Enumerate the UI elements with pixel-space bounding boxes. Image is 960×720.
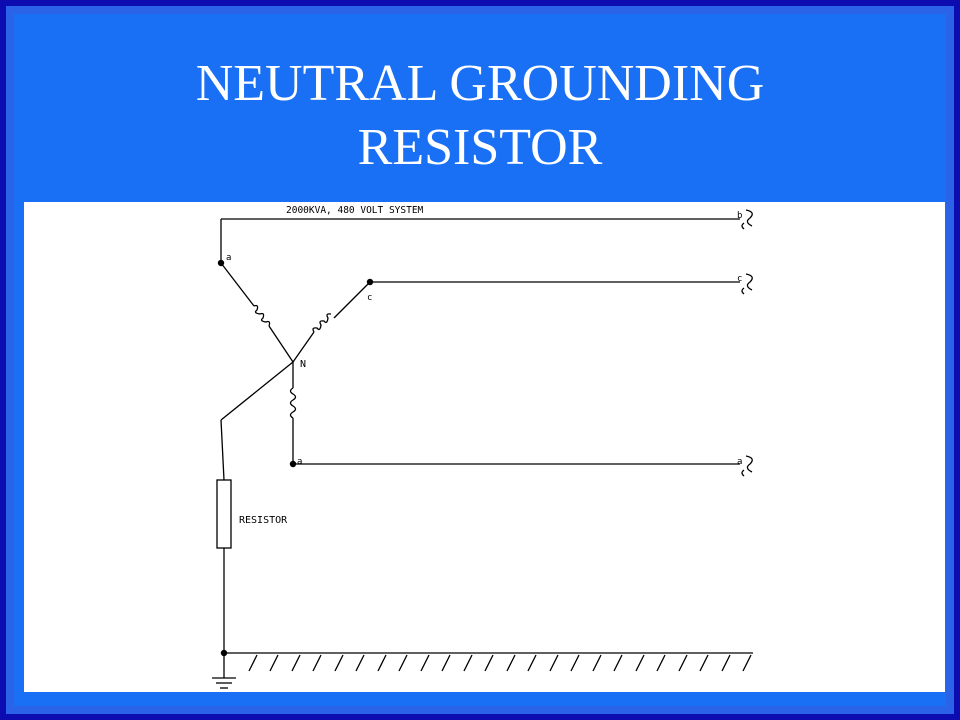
diagram-panel: 2000KVA, 480 VOLT SYSTEM N RESISTOR a c … bbox=[24, 202, 945, 692]
winding-b-coil bbox=[253, 304, 271, 327]
grounding-diagram: 2000KVA, 480 VOLT SYSTEM N RESISTOR a c … bbox=[212, 205, 753, 689]
neutral-label: N bbox=[300, 359, 306, 370]
slide-title: NEUTRAL GROUNDING RESISTOR bbox=[14, 52, 946, 180]
winding-c-lead bbox=[333, 281, 371, 319]
winding-c-to-n bbox=[292, 331, 315, 363]
node-a-dot bbox=[289, 460, 297, 468]
winding-b-to-n bbox=[268, 325, 294, 363]
winding-a-coil bbox=[289, 387, 297, 419]
terminal-b-mark bbox=[741, 209, 753, 230]
resistor-lead-top bbox=[220, 419, 225, 481]
phase-a-node-label: a bbox=[297, 457, 302, 467]
ground-hatching bbox=[248, 654, 752, 672]
node-b-dot bbox=[217, 259, 225, 267]
title-line-1: NEUTRAL GROUNDING bbox=[195, 55, 765, 112]
terminal-a-mark bbox=[741, 455, 753, 477]
resistor-symbol bbox=[216, 479, 232, 549]
node-c-dot bbox=[366, 278, 374, 286]
winding-c-coil bbox=[312, 313, 332, 333]
phase-c-node-label: c bbox=[367, 293, 372, 303]
terminal-c-mark bbox=[741, 273, 753, 295]
neutral-lead bbox=[220, 361, 294, 421]
system-label: 2000KVA, 480 VOLT SYSTEM bbox=[286, 205, 424, 216]
winding-b-lead bbox=[220, 262, 255, 307]
title-line-2: RESISTOR bbox=[357, 119, 603, 176]
line-b-label: b bbox=[737, 211, 742, 221]
line-a-label: a bbox=[737, 457, 742, 467]
line-c-label: c bbox=[737, 274, 742, 284]
earth-ground-icon bbox=[212, 653, 236, 689]
phase-b-node-label: a bbox=[226, 253, 231, 263]
resistor-label: RESISTOR bbox=[239, 515, 288, 526]
node-ground-dot bbox=[220, 649, 228, 657]
